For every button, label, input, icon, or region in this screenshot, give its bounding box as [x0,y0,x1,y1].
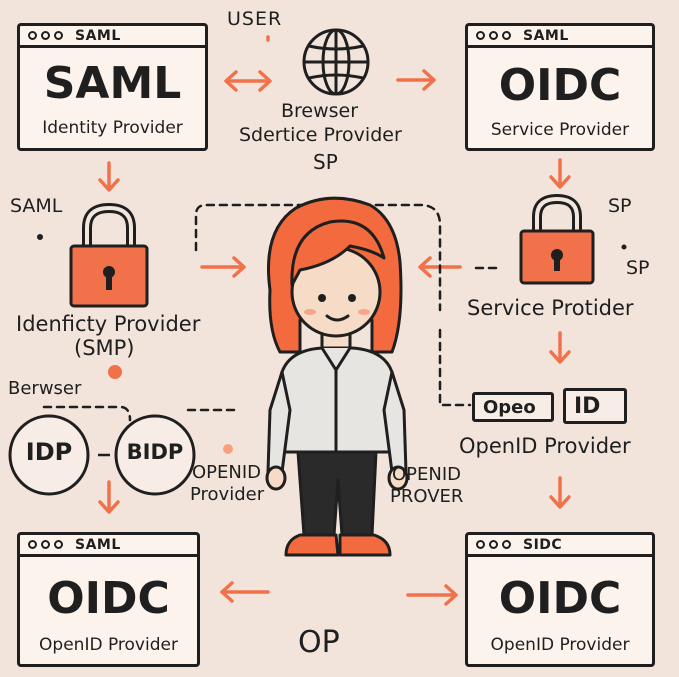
window-title: SAML [43,58,182,109]
right-sp-label-2: SP [626,257,650,279]
openid-box-right: ID [563,388,627,424]
openid-box-left: Opeo [472,392,554,422]
openid-left-label-1: OPENID [192,462,262,483]
left-lock-label: Idenficty Provider [16,312,201,336]
openid-box-label: Opeo [483,397,536,418]
arrow-bottom-left [220,581,270,603]
openid-right-label-1: OPENID [392,464,462,485]
arrow-bottom-right [406,584,458,606]
window-dot-icon [476,540,485,549]
window-title: OIDC [47,573,170,624]
window-tag: SIDC [523,536,563,553]
idp-circle-label: IDP [25,438,73,466]
browser-label: Brewser [281,100,359,122]
arrow-browser-oidc [396,69,436,91]
dashed-right [438,328,472,407]
window-dot-icon [28,31,37,40]
window-dot-icon [54,540,63,549]
window-dot-icon [502,540,511,549]
arrow-down-right-2 [549,331,571,364]
openid-right-label-2: PROVER [390,486,464,507]
window-titlebar: SIDC [468,535,652,557]
window-oidc-service-provider: SAML OIDC Service Provider [465,23,655,151]
window-title: OIDC [498,60,622,111]
op-label: OP [298,625,340,660]
window-dot-icon [41,540,50,549]
browser-left-label: Berwser [8,378,82,399]
window-oidc-openid-provider-left: SAML OIDC OpenID Provider [17,532,200,667]
service-provider-label: Sdertice Provider [239,124,402,146]
arrow-down-right-3 [549,476,571,509]
openid-box-label: ID [574,394,601,419]
arrow-left-into-user [200,256,246,278]
openid-left-label-2: Provider [190,484,265,505]
bidp-circle-label: BIDP [126,440,184,464]
dashed-left [42,405,132,422]
window-subtitle: Identity Provider [42,118,183,138]
window-subtitle: OpenID Provider [490,635,630,655]
window-dot-icon [489,540,498,549]
window-titlebar: SAML [20,26,205,48]
openid-provider-label: OpenID Provider [459,434,631,458]
arrow-saml-browser [224,70,272,92]
window-dot-icon [502,31,511,40]
window-titlebar: SAML [468,26,652,48]
window-dot-icon [28,540,37,549]
right-lock-label: Service Protider [467,296,634,320]
user-label: USER [227,8,283,30]
window-title: OIDC [498,573,622,624]
window-dot-icon [41,31,50,40]
window-subtitle: Service Provider [490,120,630,140]
window-dot-icon [476,31,485,40]
window-titlebar: SAML [20,535,197,557]
arrow-down-left-2 [98,480,120,514]
arrow-down-right-1 [549,158,571,189]
window-saml-identity-provider: SAML SAML Identity Provider [17,23,208,151]
window-tag: SAML [523,27,569,44]
window-dot-icon [489,31,498,40]
saml-side-label: SAML [10,195,63,217]
right-sp-label-1: SP [608,195,632,217]
left-lock-sublabel: (SMP) [74,336,135,360]
sp-label: SP [313,150,338,174]
arrow-down-left-1 [98,161,120,192]
window-dot-icon [54,31,63,40]
window-tag: SAML [75,27,121,44]
window-subtitle: OpenID Provider [39,635,178,655]
arrow-right-into-user [418,256,462,278]
window-oidc-openid-provider-right: SIDC OIDC OpenID Provider [465,532,655,667]
window-tag: SAML [75,536,121,553]
